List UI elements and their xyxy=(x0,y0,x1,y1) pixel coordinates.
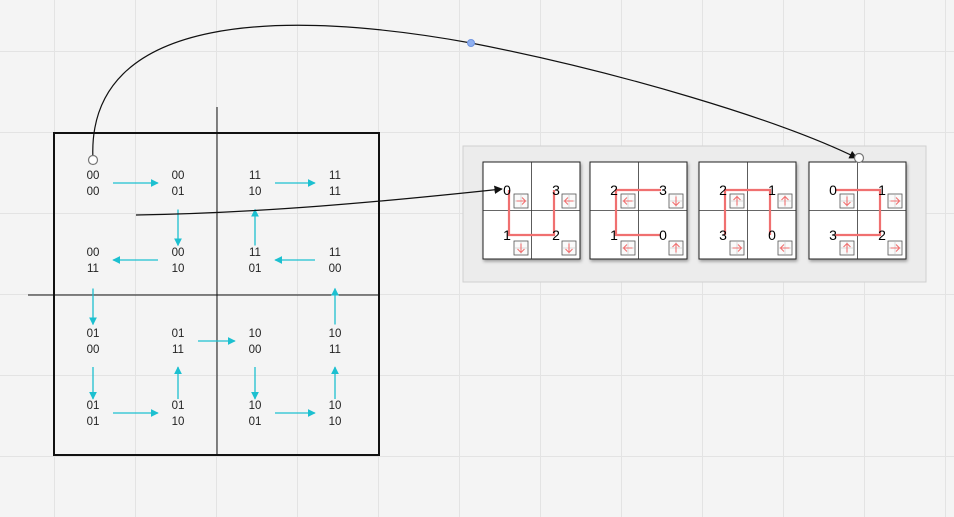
arrow-left-icon xyxy=(620,193,636,209)
cell-code-bottom: 11 xyxy=(329,186,341,198)
panel-quadrant-number: 0 xyxy=(503,182,511,198)
arrow-down-icon xyxy=(513,240,529,256)
cell-code-top: 00 xyxy=(87,247,100,259)
cell-code-top: 00 xyxy=(172,170,185,182)
arrow-down-icon xyxy=(839,193,855,209)
cell-labels: 0000000111101111001100101101110001000111… xyxy=(87,170,342,428)
arrow-up-icon xyxy=(668,240,684,256)
cell-code-top: 11 xyxy=(249,170,261,182)
arrow-up-icon xyxy=(839,240,855,256)
cell-code-top: 00 xyxy=(87,170,100,182)
traversal-arrows xyxy=(89,179,339,417)
panel-quadrant-number: 2 xyxy=(878,227,886,243)
quadrant-panels: 0 3 1 2 2 3 1 0 2 1 3 0 0 1 3 2 xyxy=(482,161,907,260)
top-arc-connector[interactable] xyxy=(92,24,858,161)
panel-quadrant-number: 3 xyxy=(829,227,837,243)
arrow-right-icon xyxy=(887,193,903,209)
arrow-up-icon xyxy=(777,193,793,209)
panel-quadrant-number: 0 xyxy=(659,227,667,243)
cell-code-top: 01 xyxy=(172,400,185,412)
cell-code-top: 00 xyxy=(172,247,185,259)
cell-code-bottom: 01 xyxy=(87,416,100,428)
arrow-down-icon xyxy=(561,240,577,256)
cell-code-top: 10 xyxy=(329,328,342,340)
arrow-left-icon xyxy=(620,240,636,256)
panel-traversal-path xyxy=(723,188,772,235)
cell-code-bottom: 11 xyxy=(87,263,99,275)
panel-quadrant-number: 2 xyxy=(719,182,727,198)
arrow-down-icon xyxy=(668,193,684,209)
cell-code-bottom: 11 xyxy=(329,344,341,356)
cell-code-bottom: 10 xyxy=(329,416,342,428)
arrow-right-icon xyxy=(729,240,745,256)
panel-traversal-path xyxy=(835,188,882,237)
cell-code-top: 11 xyxy=(249,247,261,259)
panel-quadrant-number: 2 xyxy=(610,182,618,198)
cell-code-bottom: 01 xyxy=(249,263,262,275)
panel-quadrant-number: 0 xyxy=(829,182,837,198)
cell-code-bottom: 10 xyxy=(172,263,185,275)
arrow-up-icon xyxy=(729,193,745,209)
quadrant-panel-p1[interactable]: 0 3 1 2 xyxy=(482,161,581,260)
panel-quadrant-number: 1 xyxy=(768,182,776,198)
arrow-left-icon xyxy=(777,240,793,256)
arrow-right-icon xyxy=(887,240,903,256)
cell-code-top: 01 xyxy=(87,328,100,340)
quadrant-panel-p3[interactable]: 2 1 3 0 xyxy=(698,161,797,260)
cell-code-top: 11 xyxy=(329,170,341,182)
cell-code-bottom: 10 xyxy=(172,416,185,428)
connector-start-handle[interactable] xyxy=(87,154,99,166)
panel-quadrant-number: 3 xyxy=(719,227,727,243)
panel-quadrant-number: 0 xyxy=(768,227,776,243)
panel-traversal-path xyxy=(507,190,556,237)
panel-quadrant-number: 3 xyxy=(659,182,667,198)
panel-traversal-path xyxy=(614,188,661,237)
quadrant-panel-p4[interactable]: 0 1 3 2 xyxy=(808,161,907,260)
panel-quadrant-number: 3 xyxy=(552,182,560,198)
cell-code-bottom: 00 xyxy=(249,344,262,356)
cell-code-bottom: 00 xyxy=(329,263,342,275)
panel-quadrant-number: 1 xyxy=(610,227,618,243)
cell-code-top: 10 xyxy=(329,400,342,412)
cell-code-top: 10 xyxy=(249,400,262,412)
cell-code-bottom: 10 xyxy=(249,186,262,198)
cell-code-top: 11 xyxy=(329,247,341,259)
connector-end-handle[interactable] xyxy=(853,152,865,164)
panel-quadrant-number: 1 xyxy=(503,227,511,243)
cell-to-panel-connector[interactable] xyxy=(135,185,503,216)
cell-code-bottom: 00 xyxy=(87,186,100,198)
panel-quadrant-number: 2 xyxy=(552,227,560,243)
connector-midpoint-handle[interactable] xyxy=(467,39,475,47)
cell-code-bottom: 01 xyxy=(249,416,262,428)
cell-code-bottom: 00 xyxy=(87,344,100,356)
cell-code-top: 10 xyxy=(249,328,262,340)
cell-code-bottom: 11 xyxy=(172,344,184,356)
quadrant-panel-p2[interactable]: 2 3 1 0 xyxy=(589,161,688,260)
arrow-left-icon xyxy=(561,193,577,209)
cell-code-top: 01 xyxy=(87,400,100,412)
cell-code-bottom: 01 xyxy=(172,186,185,198)
arrow-right-icon xyxy=(513,193,529,209)
cell-code-top: 01 xyxy=(172,328,185,340)
panel-quadrant-number: 1 xyxy=(878,182,886,198)
